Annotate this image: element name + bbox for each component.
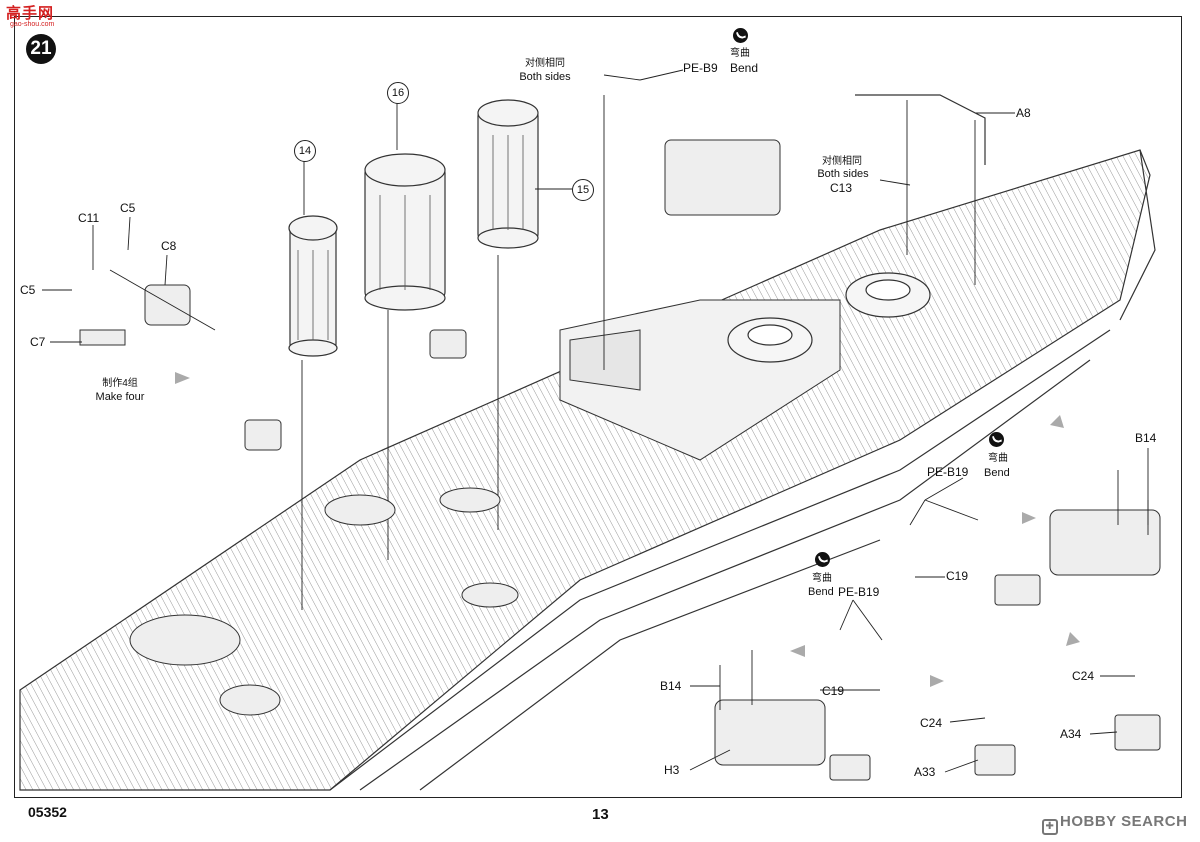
note-bend-en-top: Bend xyxy=(730,61,759,75)
part-label-a33: A33 xyxy=(914,765,936,779)
note-both-sides-cn-1: 对侧相同 xyxy=(525,58,565,69)
part-label-b14-right: B14 xyxy=(1135,431,1157,445)
part-label-h3: H3 xyxy=(664,763,680,777)
site-logo: 高手网 xyxy=(6,4,55,22)
note-both-sides-en-1: Both sides xyxy=(519,71,571,83)
part-label-b14-left: B14 xyxy=(660,679,682,693)
part-label-c5-top: C5 xyxy=(120,201,136,215)
note-bend-en-right: Bend xyxy=(984,467,1010,479)
part-label-pe-b19-left: PE-B19 xyxy=(838,585,880,599)
kit-code: 05352 xyxy=(28,804,67,820)
page-number: 13 xyxy=(592,806,609,823)
watermark-logo-icon: ✚ xyxy=(1042,819,1058,835)
callout-funnel-15: 15 xyxy=(572,179,594,201)
part-label-c5-left: C5 xyxy=(20,283,36,297)
part-label-pe-b9: PE-B9 xyxy=(683,61,718,75)
note-make-four-en: Make four xyxy=(95,391,145,403)
part-label-c13: C13 xyxy=(830,181,853,195)
part-label-c19-left: C19 xyxy=(822,684,845,698)
part-label-pe-b19-right: PE-B19 xyxy=(927,465,969,479)
note-make-four-cn: 制作4组 xyxy=(102,378,138,389)
bend-icon-right xyxy=(989,432,1004,447)
note-both-sides-cn-2: 对侧相同 xyxy=(822,156,862,167)
note-bend-cn-right: 弯曲 xyxy=(988,453,1008,464)
step-number-badge: 21 xyxy=(26,34,56,64)
note-bend-cn-top: 弯曲 xyxy=(730,48,750,59)
callout-funnel-14: 14 xyxy=(294,140,316,162)
note-both-sides-en-2: Both sides xyxy=(817,168,869,180)
watermark-text: HOBBY SEARCH xyxy=(1060,813,1188,830)
bend-icon-top xyxy=(733,28,748,43)
note-bend-cn-left: 弯曲 xyxy=(812,573,832,584)
part-label-a34: A34 xyxy=(1060,727,1082,741)
callout-funnel-16: 16 xyxy=(387,82,409,104)
site-logo-subtext: gao-shou.com xyxy=(10,21,55,28)
watermark: ✚HOBBY SEARCH xyxy=(1042,813,1187,835)
part-label-c24-mid: C24 xyxy=(920,716,943,730)
note-bend-en-left: Bend xyxy=(808,586,834,598)
part-label-c24-right: C24 xyxy=(1072,669,1095,683)
page-frame xyxy=(14,16,1182,798)
part-label-a8: A8 xyxy=(1016,106,1031,120)
part-label-c19-right: C19 xyxy=(946,569,969,583)
part-label-c11: C11 xyxy=(78,211,100,225)
part-label-c7: C7 xyxy=(30,335,46,349)
bend-icon-left xyxy=(815,552,830,567)
part-label-c8: C8 xyxy=(161,239,177,253)
